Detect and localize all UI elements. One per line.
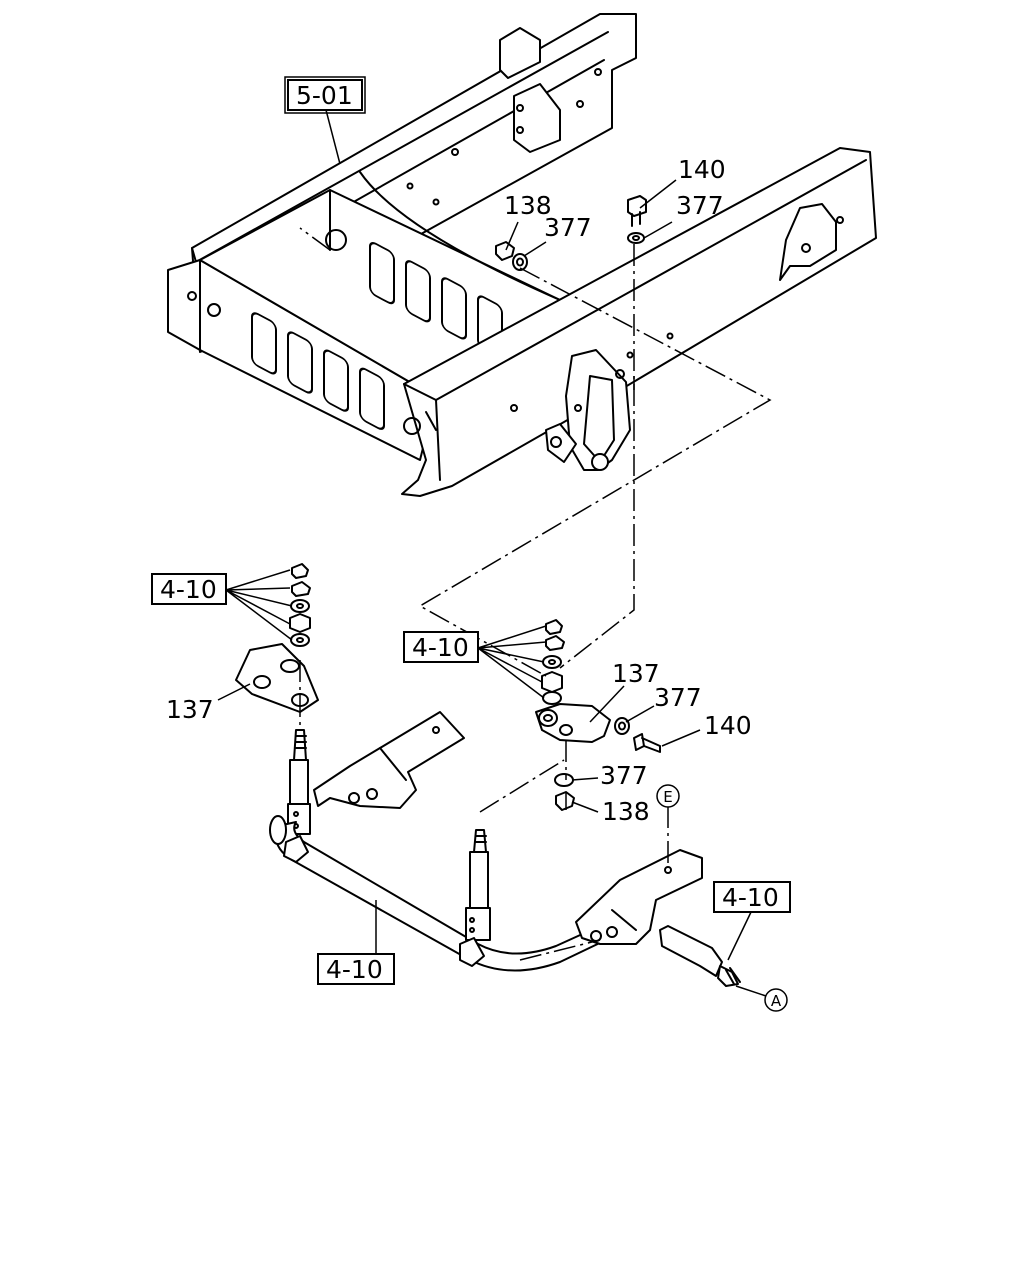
part-377-top: 377 <box>676 191 724 220</box>
part-377-right: 377 <box>654 683 702 712</box>
part-137-right: 137 <box>612 659 660 688</box>
callout-markers: E A <box>656 784 788 1012</box>
ref-box-4-10-center: 4-10 <box>403 631 479 663</box>
ref-box-4-10-left: 4-10 <box>151 573 227 605</box>
part-138-top: 138 <box>504 191 552 220</box>
ref-4-10-link-label: 4-10 <box>722 883 779 912</box>
ref-5-01-label: 5-01 <box>296 81 353 110</box>
part-137-left: 137 <box>166 695 214 724</box>
part-138-lower: 138 <box>602 797 650 826</box>
part-377-lower: 377 <box>600 761 648 790</box>
left-hardware-stack <box>289 563 311 647</box>
frame-assembly <box>167 13 877 497</box>
ref-box-5-01: 5-01 <box>284 76 366 114</box>
guide-lines <box>299 227 772 961</box>
ref-4-10-center-label: 4-10 <box>412 633 469 662</box>
marker-a: A <box>764 988 788 1012</box>
reference-boxes: 5-01 4-10 4-10 4-10 4-10 <box>151 76 791 985</box>
stabilizer-assembly <box>235 563 741 987</box>
ref-box-4-10-bar: 4-10 <box>317 953 395 985</box>
leader-lines <box>217 109 767 997</box>
part-377-top-second: 377 <box>544 213 592 242</box>
part-140-top: 140 <box>678 155 726 184</box>
ref-4-10-bar-label: 4-10 <box>326 955 383 984</box>
top-hardware <box>495 195 647 271</box>
marker-e: E <box>656 784 680 808</box>
marker-e-label: E <box>663 788 672 806</box>
part-numbers: 140 377 138 377 137 137 377 140 377 138 <box>166 155 752 826</box>
ref-4-10-left-label: 4-10 <box>160 575 217 604</box>
marker-a-label: A <box>771 992 782 1010</box>
ref-box-4-10-link: 4-10 <box>713 881 791 913</box>
part-140-right: 140 <box>704 711 752 740</box>
center-hardware-stack <box>541 619 565 705</box>
